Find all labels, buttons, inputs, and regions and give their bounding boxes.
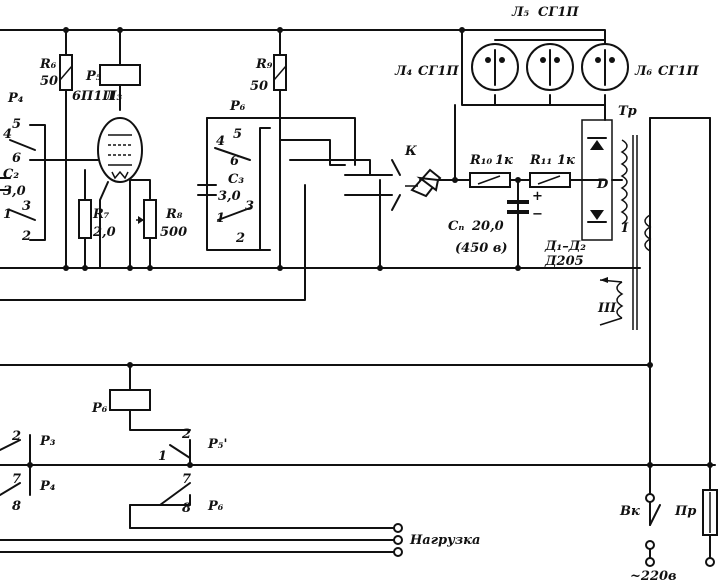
contact-6-b: 6 xyxy=(230,154,239,169)
cn-label: Cₙ xyxy=(448,219,464,234)
p6-bottom-label: Р₆ xyxy=(207,499,224,514)
cn-minus: − xyxy=(532,207,543,222)
contact-2-d: 2 xyxy=(181,427,191,442)
vacuum-tube-l3: 6П1П Л₃ xyxy=(29,89,143,269)
r6-value: 50 xyxy=(40,74,58,89)
p6-coil-label: Р₆ xyxy=(91,401,108,416)
c3-label: C₃ xyxy=(228,172,244,187)
p4-bottom-label: Р₄ xyxy=(39,479,56,494)
transformer-tr: Тр I III xyxy=(597,104,652,330)
resistor-r6: R₆ 50 xyxy=(39,54,73,91)
load-label: Нагрузка xyxy=(409,533,480,548)
contact-4-b: 4 xyxy=(216,134,225,149)
contact-1-a: 1 xyxy=(3,207,12,222)
r8-value: 500 xyxy=(160,225,187,240)
r7-value: 2,0 xyxy=(92,225,116,240)
mains-input: ~220в xyxy=(630,557,715,584)
contact-group-bottom-left: 2 Р₃ 7 8 Р₄ xyxy=(0,429,56,514)
relay-coil-p6-bottom: Р₆ xyxy=(91,389,151,416)
contact-8-d: 8 xyxy=(182,501,191,516)
p3-bottom-label: Р₃ xyxy=(39,434,56,449)
switch-label: Вк xyxy=(619,504,640,519)
p5prime-label: Р₅' xyxy=(207,437,227,452)
lamp-l6: Л₆ СГ1П xyxy=(581,43,699,91)
c2-value: 3,0 xyxy=(3,184,26,199)
fuse-pr: Пр xyxy=(674,489,718,536)
fuse-label: Пр xyxy=(674,504,696,519)
cn-value: 20,0 xyxy=(471,219,504,234)
tube-type: 6П1П xyxy=(72,89,115,104)
contact-1-d: 1 xyxy=(158,449,167,464)
contact-5-b: 5 xyxy=(233,127,242,142)
mains-switch-vk: Вк xyxy=(619,493,661,550)
contact-group-left: Р₄ 5 4 6 C₂ 3,0 3 1 2 xyxy=(0,91,46,244)
contact-7-c: 7 xyxy=(12,472,21,487)
c2-label: C₂ xyxy=(3,167,19,182)
contact-5-a: 5 xyxy=(12,117,21,132)
r10-label: R₁₀ xyxy=(469,153,492,168)
contact-group-middle: Р₆ 5 4 6 C₃ 3,0 3 1 2 xyxy=(197,99,371,251)
l4-type: СГ1П xyxy=(418,64,459,79)
p5-label: Р₅ xyxy=(85,69,102,84)
rectifier-diodes: D Д₁–Д₂ Д205 xyxy=(544,117,623,269)
c3-value: 3,0 xyxy=(218,189,241,204)
key-switch-k: К xyxy=(344,144,442,211)
r11-value: 1к xyxy=(557,153,575,168)
resistor-r9: R₉ 50 xyxy=(250,54,287,94)
key-label: К xyxy=(404,144,417,159)
d-node-label: D xyxy=(596,177,609,192)
contact-2-b: 2 xyxy=(235,231,245,246)
r11-label: R₁₁ xyxy=(529,153,552,168)
r10-value: 1к xyxy=(495,153,513,168)
contact-4-a: 4 xyxy=(3,127,12,142)
lamp-l4: Л₄ СГ1П xyxy=(394,43,519,91)
capacitor-cn: + − Cₙ 20,0 (450 в) xyxy=(448,189,543,256)
resistor-r8: R₈ 500 xyxy=(129,179,187,269)
load-terminals: Нагрузка xyxy=(393,523,480,557)
l6-ref: Л₆ xyxy=(634,64,652,79)
wiring xyxy=(0,29,716,561)
lamp-l5: Л₅ СГ1П xyxy=(511,5,579,91)
winding-3-label: III xyxy=(597,301,617,316)
r6-label: R₆ xyxy=(39,57,57,72)
l5-type: СГ1П xyxy=(538,5,579,20)
cn-voltage: (450 в) xyxy=(455,241,508,256)
l4-ref: Л₄ xyxy=(394,64,412,79)
tube-ref: Л₃ xyxy=(104,89,122,104)
p6-top-label: Р₆ xyxy=(229,99,246,114)
relay-coil-p5: Р₅ xyxy=(85,64,141,86)
contact-3-b: 3 xyxy=(245,199,254,214)
contact-3-a: 3 xyxy=(22,199,31,214)
contact-8-c: 8 xyxy=(12,499,21,514)
cn-plus: + xyxy=(532,189,543,204)
contact-7-d: 7 xyxy=(182,472,191,487)
l6-type: СГ1П xyxy=(658,64,699,79)
r9-label: R₉ xyxy=(255,57,273,72)
mains-label: ~220в xyxy=(630,569,677,584)
junction-dots xyxy=(27,27,713,468)
p4-top-label: Р₄ xyxy=(7,91,24,106)
resistor-r7: R₇ 2,0 xyxy=(78,169,116,269)
contact-2-c: 2 xyxy=(11,429,21,444)
r8-label: R₈ xyxy=(165,207,183,222)
diodes-type: Д205 xyxy=(544,254,584,269)
l5-ref: Л₅ xyxy=(511,5,529,20)
r9-value: 50 xyxy=(250,79,268,94)
contact-group-bottom-middle: 2 Р₅' 1 7 8 Р₆ xyxy=(158,427,227,516)
resistor-r11: R₁₁ 1к xyxy=(529,153,575,188)
diodes-ref: Д₁–Д₂ xyxy=(544,239,586,254)
contact-2-a: 2 xyxy=(21,229,31,244)
contact-6-a: 6 xyxy=(12,151,21,166)
tr-label: Тр xyxy=(618,104,637,119)
winding-1-label: I xyxy=(621,221,629,236)
resistor-r10: R₁₀ 1к xyxy=(469,153,513,188)
